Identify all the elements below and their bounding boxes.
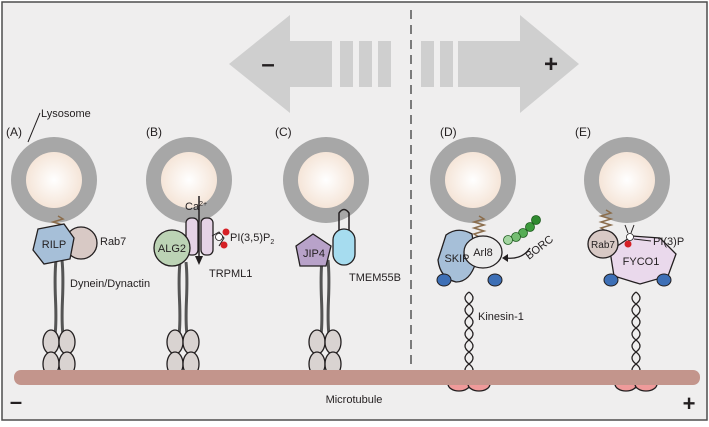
alg2-protein: [153, 229, 191, 267]
dynein-motor-head: [58, 329, 76, 355]
fyco1-label: FYCO1: [623, 256, 660, 268]
phosphate-icon: [624, 240, 632, 248]
skip-label: SKIP: [444, 253, 469, 265]
borc-subunit: [503, 235, 513, 245]
borc-subunit: [531, 215, 541, 225]
lysosome-pointer: [27, 112, 41, 143]
pi35p2-label: PI(3,5)P2: [230, 232, 274, 246]
dynein-motor-head: [166, 329, 184, 355]
dynein-motor-head: [324, 329, 342, 355]
panel-c-letter: (C): [275, 125, 292, 139]
kinesin-light-chain: [656, 273, 672, 287]
pi3p-label: PI(3)P: [653, 236, 684, 248]
panel-a: (A) Lysosome RILP Rab7 Dynein/Dynactin: [6, 108, 150, 377]
panel-b-letter: (B): [146, 125, 162, 139]
panel-a-letter: (A): [6, 125, 22, 139]
pi35p2-head-group: [215, 233, 223, 241]
microtubule-label: Microtubule: [326, 394, 383, 406]
microtubule-plus-end: +: [683, 391, 696, 416]
jip4-label: JIP4: [303, 248, 325, 260]
dynein-motor-head: [42, 329, 60, 355]
tmem55b-label: TMEM55B: [349, 272, 401, 284]
phosphate-icon: [222, 228, 230, 236]
arl8-label: Arl8: [473, 247, 493, 259]
lysosome-label: Lysosome: [41, 108, 91, 120]
plus-direction-arrow: +: [421, 15, 579, 113]
alg2-label: ALG2: [158, 243, 186, 255]
calcium-label: Ca2+: [185, 201, 207, 213]
kinesin-1-label: Kinesin-1: [478, 311, 524, 323]
plus-sign: +: [544, 51, 558, 78]
pi3p-head-group: [626, 233, 634, 241]
microtubule: [14, 370, 700, 385]
borc-recruitment-arrow: [505, 247, 531, 259]
kinesin-light-chain: [436, 273, 452, 287]
dynein-motor-head: [308, 329, 326, 355]
phosphate-icon: [220, 241, 228, 249]
dynein-motor-head: [182, 329, 200, 355]
rab7-protein: [587, 229, 619, 259]
panel-d: (D) SKIP Arl8 BORC Kinesin-1: [430, 125, 556, 392]
arl8-protein: [463, 235, 503, 269]
rilp-protein: [32, 223, 75, 265]
borc-subunit: [525, 222, 535, 232]
rab7-label: Rab7: [100, 236, 126, 248]
panel-d-letter: (D): [440, 125, 457, 139]
minus-direction-arrow: –: [229, 15, 391, 113]
tmem55b-protein: [332, 228, 356, 266]
panel-c: (C) JIP4 TMEM55B: [275, 125, 401, 377]
microtubule-minus-end: –: [10, 389, 22, 414]
jip4-protein: [295, 233, 332, 267]
fyco1-protein: [609, 235, 677, 285]
dynein-dynactin-label: Dynein/Dynactin: [70, 278, 150, 290]
kinesin-light-chain: [487, 273, 503, 287]
rilp-label: RILP: [42, 239, 66, 251]
trpml1-label: TRPML1: [209, 268, 252, 280]
minus-sign: –: [261, 51, 274, 78]
rab7-label: Rab7: [591, 240, 615, 251]
panel-b: (B) ALG2 Ca2+ PI(3,5)P2 TRPML1: [146, 125, 274, 377]
kinesin-light-chain: [603, 273, 619, 287]
panel-e-letter: (E): [575, 125, 591, 139]
